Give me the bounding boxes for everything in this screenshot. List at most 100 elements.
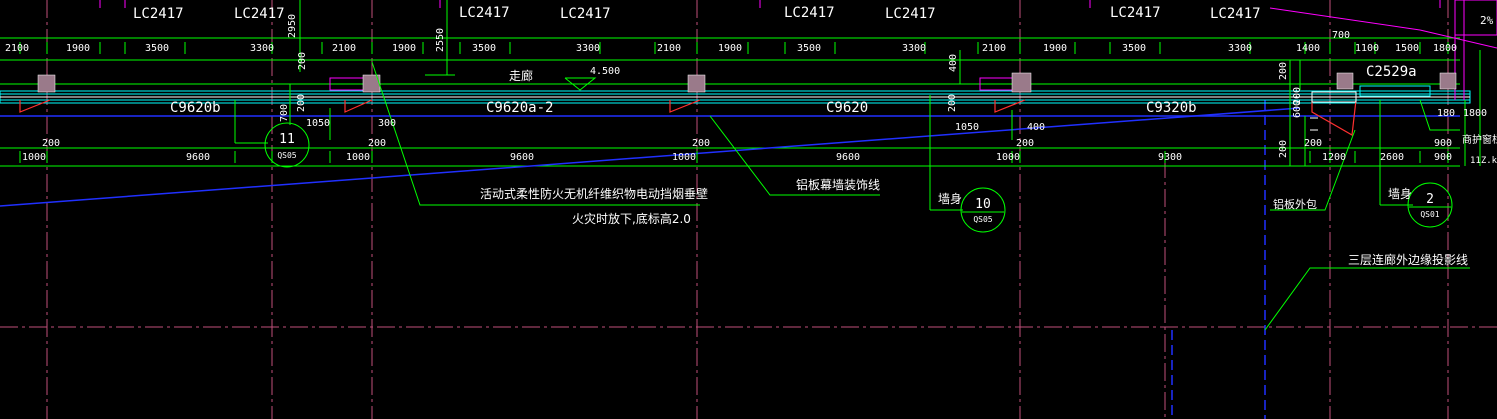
dim-text: 200 xyxy=(1304,138,1322,149)
window-label: LC2417 xyxy=(885,6,936,22)
callout-ref: QS01 xyxy=(1420,210,1439,219)
dim-text: 9600 xyxy=(186,152,210,163)
column xyxy=(1011,72,1032,93)
dim-text: 1800 xyxy=(1463,108,1487,119)
dim-text: 200 xyxy=(296,94,307,112)
dim-text: 1500 xyxy=(1395,43,1419,54)
window-label: LC2417 xyxy=(234,6,285,22)
ledges xyxy=(19,99,1357,136)
dim-text: 3500 xyxy=(1122,43,1146,54)
window-label: C9620 xyxy=(826,100,868,116)
window-label: LC2417 xyxy=(1110,5,1161,21)
dimension-row-1: 2100 1900 3500 3300 2100 1900 3500 3300 … xyxy=(5,30,1457,54)
dim-text: 3300 xyxy=(576,43,600,54)
dim-text: 400 xyxy=(948,54,959,72)
dim-text: 1400 xyxy=(1296,43,1320,54)
dim-text: 3300 xyxy=(250,43,274,54)
window-label: LC2417 xyxy=(133,6,184,22)
dim-text: 900 xyxy=(1434,152,1452,163)
wall-note: 墙身 xyxy=(938,191,962,206)
dim-text: 2100 xyxy=(657,43,681,54)
vertical-dims xyxy=(234,0,1481,210)
dim-text: 3500 xyxy=(145,43,169,54)
dim-text: 2950 xyxy=(287,14,298,38)
dim-text: 1900 xyxy=(1043,43,1067,54)
slope-note: 2% xyxy=(1480,14,1494,27)
dim-text: 1000 xyxy=(22,152,46,163)
column xyxy=(37,74,56,93)
dim-text: 1800 xyxy=(1433,43,1457,54)
dim-text: 1000 xyxy=(346,152,370,163)
wall-lines xyxy=(0,37,1471,167)
blue-diagonal xyxy=(0,107,1301,207)
dim-text: 9600 xyxy=(510,152,534,163)
dim-text: 1900 xyxy=(66,43,90,54)
window-label: LC2417 xyxy=(1210,6,1261,22)
dim-text: 1200 xyxy=(1322,152,1346,163)
callout-2: 2 QS01 xyxy=(1407,182,1453,228)
dim-text: 200 xyxy=(1278,62,1289,80)
dim-text: 200 xyxy=(1292,87,1303,105)
dim-text: 9300 xyxy=(1158,152,1182,163)
mid-window-labels: C9620b C9620a-2 C9620 C9320b C2529a xyxy=(170,64,1417,116)
window-label: C9620a-2 xyxy=(486,100,553,116)
smoke-curtain-note: 活动式柔性防火无机纤维织物电动挡烟垂壁 xyxy=(480,186,708,201)
dim-text: 200 xyxy=(297,52,308,70)
dim-text: 700 xyxy=(279,104,290,122)
vertical-dim-texts: 2550 2950 200 700 200 400 200 200 600 20… xyxy=(279,14,1303,158)
dim-text: 1050 xyxy=(955,122,979,133)
dim-text: 2100 xyxy=(332,43,356,54)
dim-text: 3300 xyxy=(902,43,926,54)
dim-text: 1100 xyxy=(1355,43,1379,54)
column xyxy=(1439,72,1457,90)
column xyxy=(362,74,381,93)
dim-text: 200 xyxy=(947,94,958,112)
aluminum-wrap-note: 铝板外包 xyxy=(1273,197,1317,211)
side-note: 11Z.k4 xyxy=(1470,156,1497,166)
dim-text: 3500 xyxy=(472,43,496,54)
dimension-row-2: 1050 300 1050 400 200 1000 9600 200 1000… xyxy=(22,108,1487,163)
dim-text: 900 xyxy=(1434,138,1452,149)
dim-text: 400 xyxy=(1027,122,1045,133)
railing-note: 商护窗栏 xyxy=(1462,133,1497,146)
window-label: LC2417 xyxy=(560,6,611,22)
dim-text: 200 xyxy=(368,138,386,149)
dim-text: 300 xyxy=(378,118,396,129)
top-window-labels: LC2417 LC2417 LC2417 LC2417 LC2417 LC241… xyxy=(133,5,1261,22)
column xyxy=(1336,72,1354,90)
smoke-curtain-note-2: 火灾时放下,底标高2.0 xyxy=(572,211,691,226)
leader-lines xyxy=(235,61,1470,331)
notes: 活动式柔性防火无机纤维织物电动挡烟垂壁 火灾时放下,底标高2.0 铝板幕墙装饰线… xyxy=(480,14,1497,267)
dim-text: 600 xyxy=(1292,100,1303,118)
columns xyxy=(37,72,1457,93)
window-label: C9320b xyxy=(1146,100,1197,116)
callout-10: 10 QS05 xyxy=(960,187,1006,233)
dim-text: 3300 xyxy=(1228,43,1252,54)
level-mark: 4.500 xyxy=(590,66,620,77)
dim-text: 200 xyxy=(1016,138,1034,149)
dim-text: 200 xyxy=(1278,140,1289,158)
callout-11: 11 QS05 xyxy=(264,122,310,168)
dim-text: 2100 xyxy=(5,43,29,54)
dim-text: 1050 xyxy=(306,118,330,129)
window-label: C2529a xyxy=(1366,64,1417,80)
dim-text: 200 xyxy=(692,138,710,149)
dim-text: 180 xyxy=(1437,108,1455,119)
window-label: LC2417 xyxy=(784,5,835,21)
dimension-ticks xyxy=(19,42,1449,163)
column xyxy=(687,74,706,93)
dim-text: 1900 xyxy=(718,43,742,54)
aluminum-trim-note: 铝板幕墙装饰线 xyxy=(796,177,880,192)
window-label: LC2417 xyxy=(459,5,510,21)
dim-text: 1900 xyxy=(392,43,416,54)
dim-text: 1000 xyxy=(996,152,1020,163)
small-boxes xyxy=(1310,85,1431,131)
window-label: C9620b xyxy=(170,100,221,116)
magenta-lines xyxy=(99,0,1497,100)
dim-text: 200 xyxy=(42,138,60,149)
projection-axis xyxy=(1171,100,1266,419)
callout-ref: QS05 xyxy=(973,215,992,224)
corridor-label: 走廊 xyxy=(509,68,533,83)
